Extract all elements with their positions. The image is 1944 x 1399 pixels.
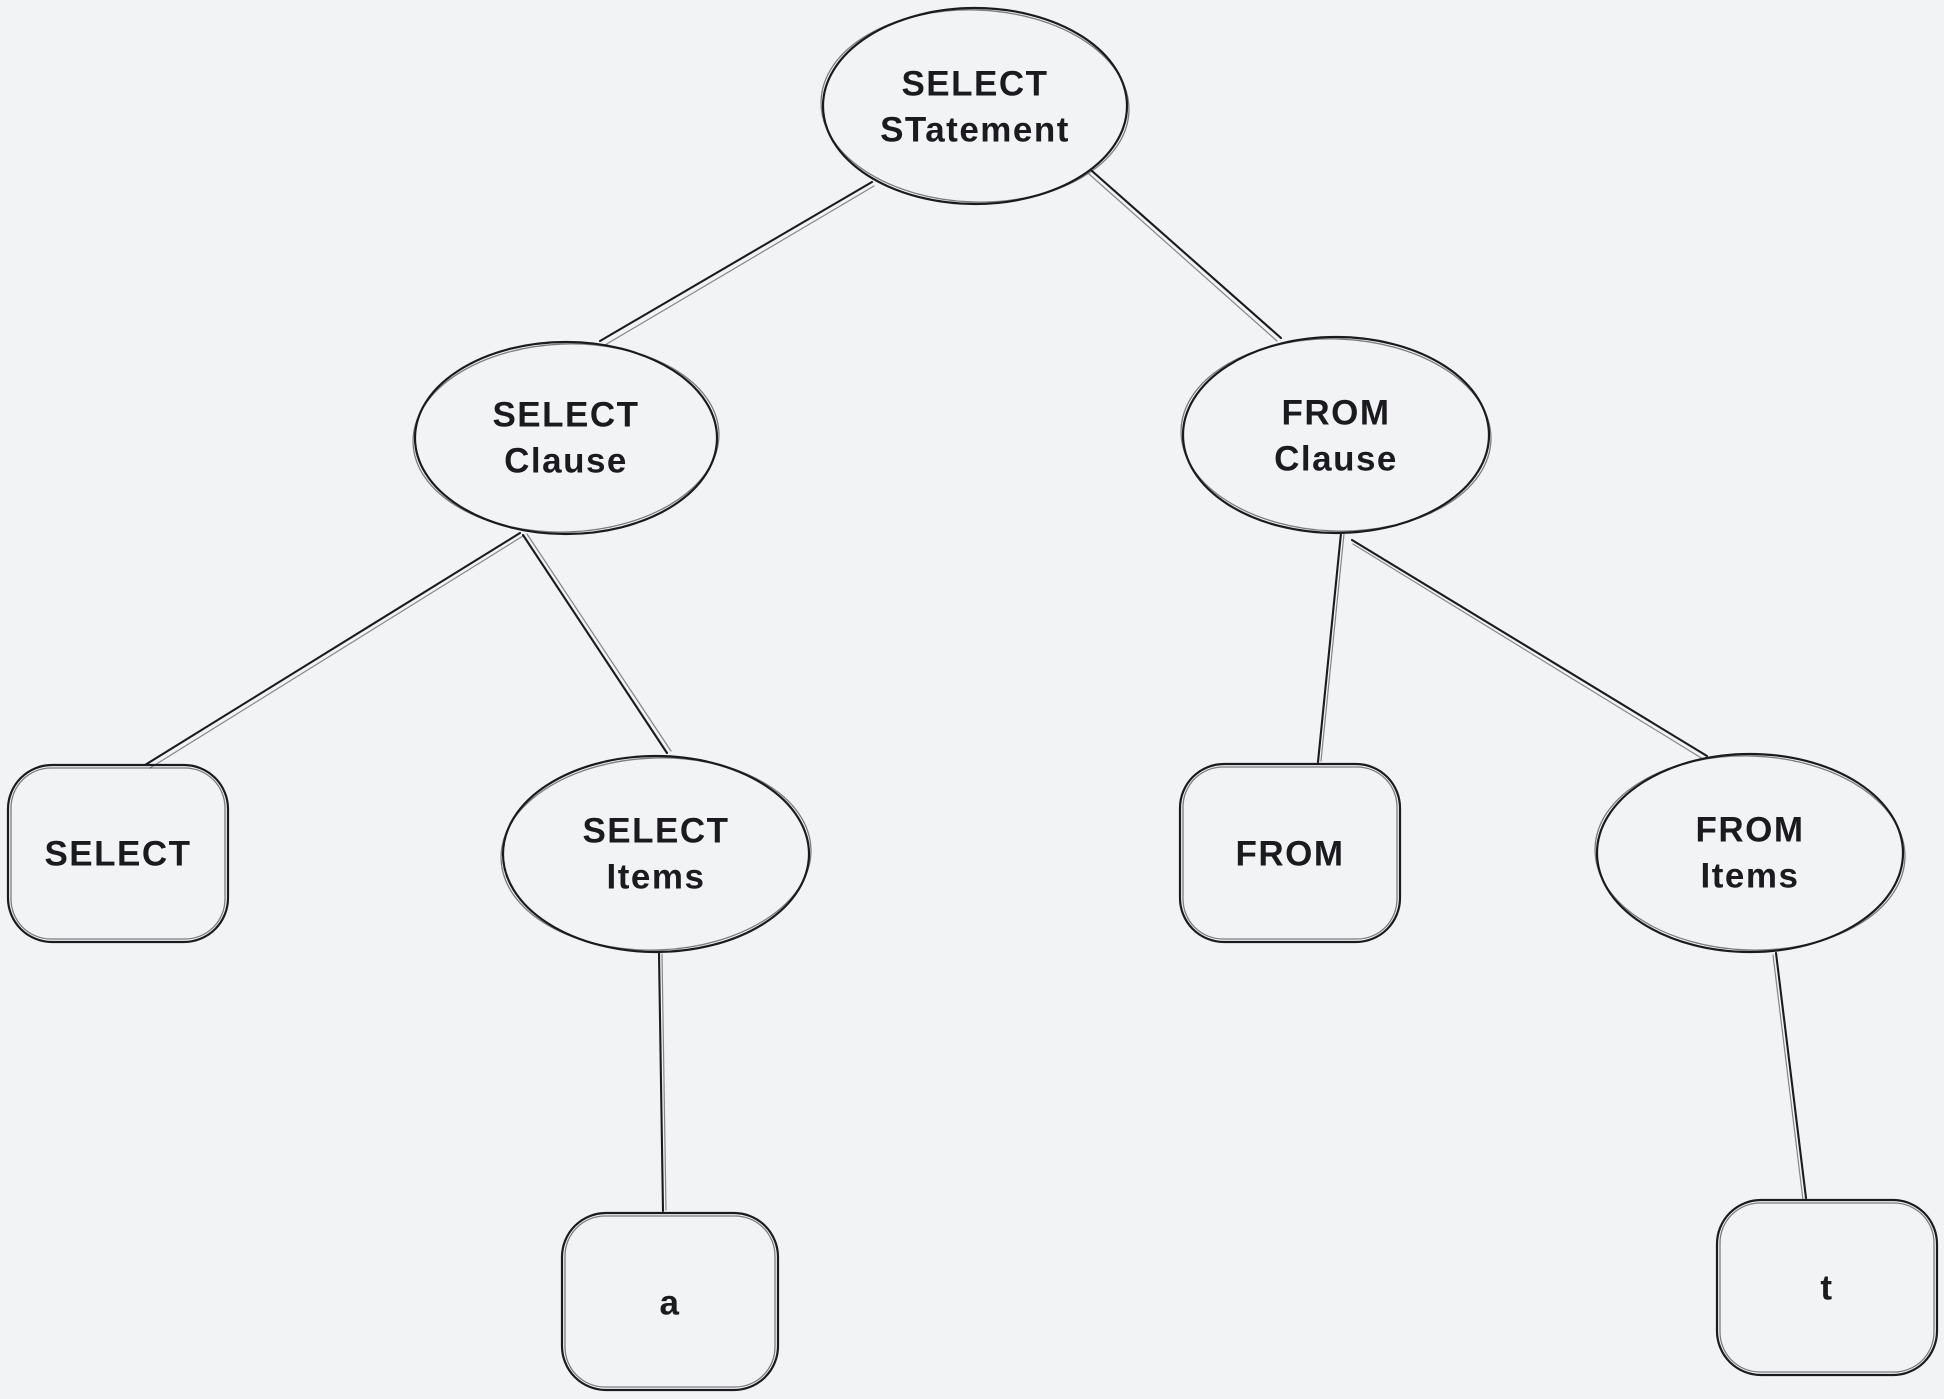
edge-echo <box>149 535 524 769</box>
node-select-clause: SELECT Clause <box>412 340 720 536</box>
item-t-rect <box>1715 1198 1939 1377</box>
from-keyword-rect-echo <box>1182 766 1398 940</box>
edge-select-statement-to-from-clause <box>1090 169 1283 340</box>
node-item-t: t <box>1715 1198 1939 1377</box>
select-clause-ellipse <box>413 340 719 536</box>
select-keyword-rect-echo <box>10 767 226 940</box>
select-items-ellipse-echo <box>500 757 812 951</box>
item-a-rect <box>560 1211 780 1392</box>
edge-echo <box>661 953 667 1211</box>
node-from-keyword: FROM <box>1178 762 1402 944</box>
edges <box>143 169 1808 1213</box>
select-statement-ellipse-echo <box>820 9 1130 203</box>
select-clause-label-line1: SELECT <box>492 396 639 435</box>
from-clause-ellipse <box>1181 335 1491 535</box>
edge-echo <box>1320 533 1345 762</box>
from-items-label-line1: FROM <box>1695 811 1804 850</box>
node-select-items: SELECT Items <box>500 754 812 954</box>
edge-echo <box>1352 543 1704 760</box>
node-from-clause: FROM Clause <box>1180 335 1492 535</box>
from-items-ellipse-echo <box>1594 755 1906 951</box>
edge-echo <box>1772 954 1804 1201</box>
from-clause-label-line2: Clause <box>1274 440 1398 479</box>
item-a-label: a <box>660 1284 681 1323</box>
select-statement-label-line1: SELECT <box>901 65 1048 104</box>
select-items-label-line2: Items <box>607 858 706 897</box>
edge-select-statement-to-select-clause <box>598 180 874 343</box>
from-items-label-line2: Items <box>1701 857 1800 896</box>
select-clause-ellipse-echo <box>412 343 720 533</box>
from-clause-label-line1: FROM <box>1281 394 1390 433</box>
edge-from-clause-to-from-items <box>1350 538 1709 758</box>
edge-echo <box>604 185 875 346</box>
from-items-ellipse <box>1595 752 1905 954</box>
select-keyword-label: SELECT <box>44 835 191 874</box>
node-from-items: FROM Items <box>1594 752 1906 954</box>
edge-from-items-to-item-t <box>1774 951 1808 1200</box>
edge-from-clause-to-from-keyword <box>1316 531 1343 764</box>
select-clause-label-line2: Clause <box>504 442 628 481</box>
select-items-ellipse <box>501 754 811 954</box>
select-statement-ellipse <box>821 6 1129 206</box>
node-select-statement: SELECT STatement <box>820 6 1130 206</box>
select-items-label-line1: SELECT <box>582 812 729 851</box>
edge-select-clause-to-select-keyword <box>143 531 522 767</box>
edge-echo <box>526 533 672 752</box>
select-statement-label-line2: STatement <box>880 111 1070 150</box>
item-t-label: t <box>1820 1269 1833 1308</box>
edge-select-items-to-item-a <box>657 951 665 1213</box>
from-clause-ellipse-echo <box>1180 338 1492 532</box>
from-keyword-rect <box>1178 762 1402 944</box>
node-item-a: a <box>560 1211 780 1392</box>
item-t-rect-echo <box>1719 1202 1935 1373</box>
from-keyword-label: FROM <box>1235 835 1344 874</box>
edge-echo <box>1088 173 1278 342</box>
edge-select-clause-to-select-items <box>521 533 669 755</box>
item-a-rect-echo <box>564 1215 776 1388</box>
select-keyword-rect <box>6 763 230 944</box>
node-select-keyword: SELECT <box>6 763 230 944</box>
